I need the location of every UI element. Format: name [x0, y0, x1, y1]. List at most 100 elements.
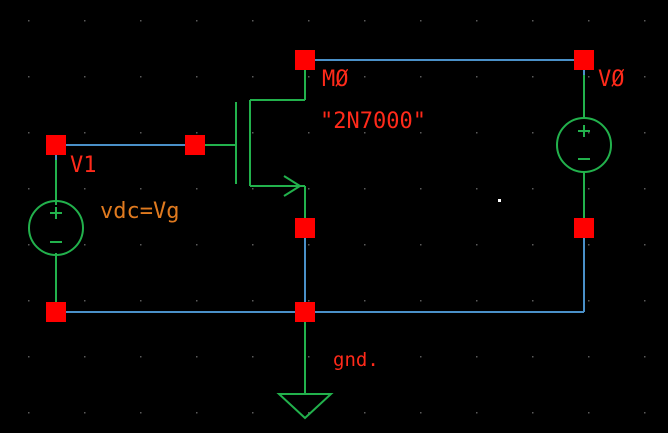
grid-dot: [588, 356, 590, 358]
grid-dot: [308, 300, 310, 302]
grid-dot: [532, 356, 534, 358]
cursor-dot: [498, 199, 501, 202]
m0-model-label: "2N7000": [320, 109, 426, 134]
grid-dots: [28, 20, 646, 414]
grid-dot: [308, 20, 310, 22]
grid-dot: [308, 188, 310, 190]
grid-dot: [588, 412, 590, 414]
grid-dot: [28, 300, 30, 302]
ground-symbol[interactable]: [276, 320, 334, 420]
grid-dot: [364, 356, 366, 358]
grid-dot: [476, 412, 478, 414]
grid-dot: [252, 356, 254, 358]
grid-dot: [84, 132, 86, 134]
grid-dot: [140, 132, 142, 134]
grid-dot: [308, 356, 310, 358]
ground-label: gnd.: [333, 349, 379, 371]
voltage-source-v0[interactable]: [556, 75, 612, 220]
grid-dot: [28, 76, 30, 78]
pin-v0-minus[interactable]: [574, 218, 594, 238]
grid-dot: [644, 356, 646, 358]
grid-dot: [140, 188, 142, 190]
pin-m0-source[interactable]: [295, 218, 315, 238]
grid-dot: [420, 132, 422, 134]
grid-dot: [644, 244, 646, 246]
grid-dot: [364, 76, 366, 78]
grid-dot: [308, 244, 310, 246]
grid-dot: [140, 20, 142, 22]
grid-dot: [588, 132, 590, 134]
grid-dot: [308, 132, 310, 134]
grid-dot: [588, 300, 590, 302]
grid-dot: [532, 300, 534, 302]
grid-dot: [196, 300, 198, 302]
grid-dot: [644, 132, 646, 134]
grid-dot: [252, 188, 254, 190]
grid-dot: [588, 76, 590, 78]
pin-v1-minus[interactable]: [46, 302, 66, 322]
pin-m0-drain[interactable]: [295, 50, 315, 70]
grid-dot: [476, 356, 478, 358]
grid-dot: [28, 412, 30, 414]
grid-dot: [308, 76, 310, 78]
grid-dot: [28, 132, 30, 134]
grid-dot: [532, 20, 534, 22]
grid-dot: [364, 132, 366, 134]
grid-dot: [476, 300, 478, 302]
grid-dot: [364, 300, 366, 302]
grid-dot: [252, 244, 254, 246]
grid-dot: [140, 244, 142, 246]
grid-dot: [28, 20, 30, 22]
grid-dot: [364, 188, 366, 190]
grid-dot: [644, 300, 646, 302]
grid-dot: [476, 76, 478, 78]
grid-dot: [252, 20, 254, 22]
grid-dot: [364, 244, 366, 246]
grid-dot: [588, 188, 590, 190]
grid-dot: [364, 20, 366, 22]
grid-dot: [420, 300, 422, 302]
grid-dot: [532, 132, 534, 134]
m0-instance-label: MØ: [322, 67, 349, 92]
grid-dot: [420, 20, 422, 22]
grid-dot: [28, 356, 30, 358]
grid-dot: [476, 244, 478, 246]
v1-instance-label: V1: [70, 153, 97, 178]
grid-dot: [84, 412, 86, 414]
grid-dot: [84, 188, 86, 190]
mosfet-m0-symbol[interactable]: [195, 60, 306, 228]
pin-v1-plus[interactable]: [46, 135, 66, 155]
grid-dot: [588, 20, 590, 22]
grid-dot: [196, 132, 198, 134]
grid-dot: [196, 244, 198, 246]
grid-dot: [420, 356, 422, 358]
grid-dot: [196, 188, 198, 190]
v1-param-label: vdc=Vg: [100, 199, 179, 224]
v0-instance-label: VØ: [598, 67, 625, 92]
grid-dot: [196, 412, 198, 414]
voltage-source-v1[interactable]: [28, 160, 84, 305]
grid-dot: [588, 244, 590, 246]
pin-v0-plus[interactable]: [574, 50, 594, 70]
pin-m0-gate[interactable]: [185, 135, 205, 155]
grid-dot: [84, 244, 86, 246]
grid-dot: [476, 188, 478, 190]
grid-dot: [28, 188, 30, 190]
grid-dot: [84, 356, 86, 358]
grid-dot: [28, 244, 30, 246]
grid-dot: [476, 132, 478, 134]
grid-dot: [420, 76, 422, 78]
grid-dot: [84, 76, 86, 78]
grid-dot: [644, 20, 646, 22]
grid-dot: [252, 132, 254, 134]
grid-dot: [140, 412, 142, 414]
grid-dot: [252, 412, 254, 414]
pin-ground[interactable]: [295, 302, 315, 322]
grid-dot: [140, 356, 142, 358]
grid-dot: [644, 188, 646, 190]
grid-dot: [196, 356, 198, 358]
grid-dot: [364, 412, 366, 414]
grid-dot: [644, 76, 646, 78]
